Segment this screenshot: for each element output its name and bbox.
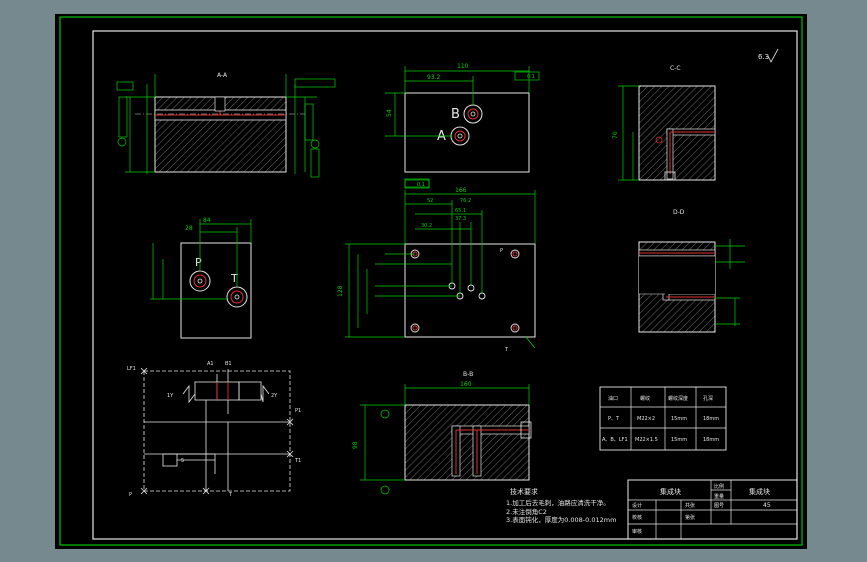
schematic-label-t1: T1 — [294, 458, 301, 464]
table-cell-r1-c3: 15mm — [671, 416, 687, 422]
dim-front-d5: 30.2 — [421, 223, 432, 229]
flatness-top: 0.1 — [527, 74, 535, 80]
tech-notes-title: 技术要求 — [510, 487, 538, 496]
title-cell-approve: 审核 — [632, 528, 642, 535]
table-header-hole-depth: 孔深 — [703, 395, 713, 402]
table-cell-r1-c4: 18mm — [703, 416, 719, 422]
schematic-label-b1: B1 — [225, 361, 232, 367]
dim-front-width: 166 — [455, 187, 467, 194]
title-material: 45 — [763, 502, 771, 509]
cad-drawing-sheet: 6.3 A-A — [59, 16, 803, 546]
thread-table: 油口 螺纹 螺纹深度 孔深 P、T M22×2 15mm 18mm A、B、LF… — [599, 386, 727, 451]
valve-label-5: 5 — [181, 458, 184, 464]
port-t-circle — [226, 286, 248, 308]
dim-front-d4: 37.3 — [455, 216, 466, 222]
port-b-label: B — [451, 107, 460, 122]
title-block: 集成块 集成块 45 设计 校核 审核 比例 重量 图号 共张 第张 — [627, 479, 798, 540]
valve-label-1y: 1Y — [167, 393, 174, 399]
title-cell-check: 校核 — [632, 514, 642, 521]
schematic-label-p: P — [129, 492, 132, 498]
section-b-b-label: B-B — [463, 371, 473, 378]
title-cell-drawing-no: 图号 — [714, 503, 724, 509]
dim-front-d3: 65.1 — [455, 208, 466, 214]
dim-front-d2: 76.2 — [460, 198, 471, 204]
section-c-c-label: C-C — [670, 65, 681, 72]
port-a-label: A — [437, 129, 446, 144]
pt-view: P T 84 28 — [150, 217, 252, 339]
schematic-label-t: T — [228, 492, 233, 498]
dim-left-height: 128 — [337, 285, 344, 297]
section-c-c-view: C-C 70 — [612, 65, 716, 181]
title-cell-sheet-no: 第张 — [685, 514, 695, 521]
title-cell-total-sheets: 共张 — [685, 502, 695, 509]
table-cell-r2-c4: 18mm — [703, 437, 719, 443]
table-header-thread-depth: 螺纹深度 — [668, 395, 688, 402]
tech-note-2: 2.未注倒角C2 — [506, 507, 547, 516]
dim-bb-height: 98 — [352, 441, 359, 449]
hydraulic-schematic: LF1 A1 B1 P1 T1 P T 1Y 2Y 5 — [127, 361, 301, 498]
title-part-name: 集成块 — [660, 487, 681, 496]
table-header-thread: 螺纹 — [640, 395, 650, 402]
section-b-b-view: B-B 160 98 — [352, 371, 532, 495]
section-d-d-view: D-D — [638, 209, 745, 333]
table-header-port: 油口 — [608, 395, 618, 402]
title-company: 集成块 — [749, 487, 770, 496]
port-p-circle — [189, 270, 211, 292]
drawing-canvas: 6.3 A-A — [55, 14, 807, 549]
port-p-lower-label: P — [500, 248, 503, 254]
title-cell-weight: 重量 — [714, 493, 724, 500]
dim-cc-height: 70 — [612, 131, 619, 139]
dim-pt-width: 84 — [203, 217, 211, 224]
schematic-label-lf1: LF1 — [127, 366, 136, 372]
port-t-lower-label: T — [504, 347, 509, 353]
table-cell-r2-c2: M22×1.5 — [635, 437, 658, 443]
table-cell-r2-c1: A、B、LF1 — [602, 437, 628, 443]
table-cell-r1-c1: P、T — [608, 416, 620, 422]
dim-front-d1: 52 — [427, 198, 433, 204]
dim-top-offset: 93.2 — [427, 74, 441, 81]
flatness-front: 0.1 — [417, 182, 425, 188]
section-d-d-label: D-D — [673, 209, 685, 216]
inner-frame — [92, 30, 798, 540]
tech-notes: 技术要求 1.加工后去毛刺，油路应清洗干净。 2.未注倒角C2 3.表面钝化，厚… — [506, 487, 616, 524]
tech-note-1: 1.加工后去毛刺，油路应清洗干净。 — [506, 498, 610, 507]
dim-bb-width: 160 — [460, 381, 472, 388]
valve-label-2y: 2Y — [271, 393, 278, 399]
dim-top-height: 54 — [386, 109, 393, 117]
top-view: B A 110 93.2 54 0.1 — [385, 63, 540, 188]
table-cell-r1-c2: M22×2 — [637, 416, 655, 422]
section-a-a-label: A-A — [217, 72, 228, 79]
title-cell-design: 设计 — [632, 502, 642, 509]
tech-note-3: 3.表面钝化，厚度为0.008-0.012mm — [506, 515, 616, 524]
roughness-symbol: 6.3 — [758, 48, 779, 63]
section-a-a-view: A-A — [116, 72, 336, 178]
title-cell-scale: 比例 — [714, 483, 724, 490]
port-t-label: T — [230, 272, 238, 285]
schematic-label-p1: P1 — [295, 408, 301, 414]
port-b-circle — [463, 104, 483, 124]
port-p-label: P — [195, 256, 202, 269]
front-view: 166 52 76.2 65.1 37.3 30.2 128 0.1 P T — [337, 179, 536, 353]
port-a-circle — [450, 126, 470, 146]
table-cell-r2-c3: 15mm — [671, 437, 687, 443]
dim-top-width: 110 — [457, 63, 469, 70]
outer-frame — [59, 16, 803, 546]
dim-pt-offset: 28 — [185, 225, 193, 232]
schematic-label-a1: A1 — [207, 361, 214, 367]
roughness-value: 6.3 — [758, 53, 769, 61]
